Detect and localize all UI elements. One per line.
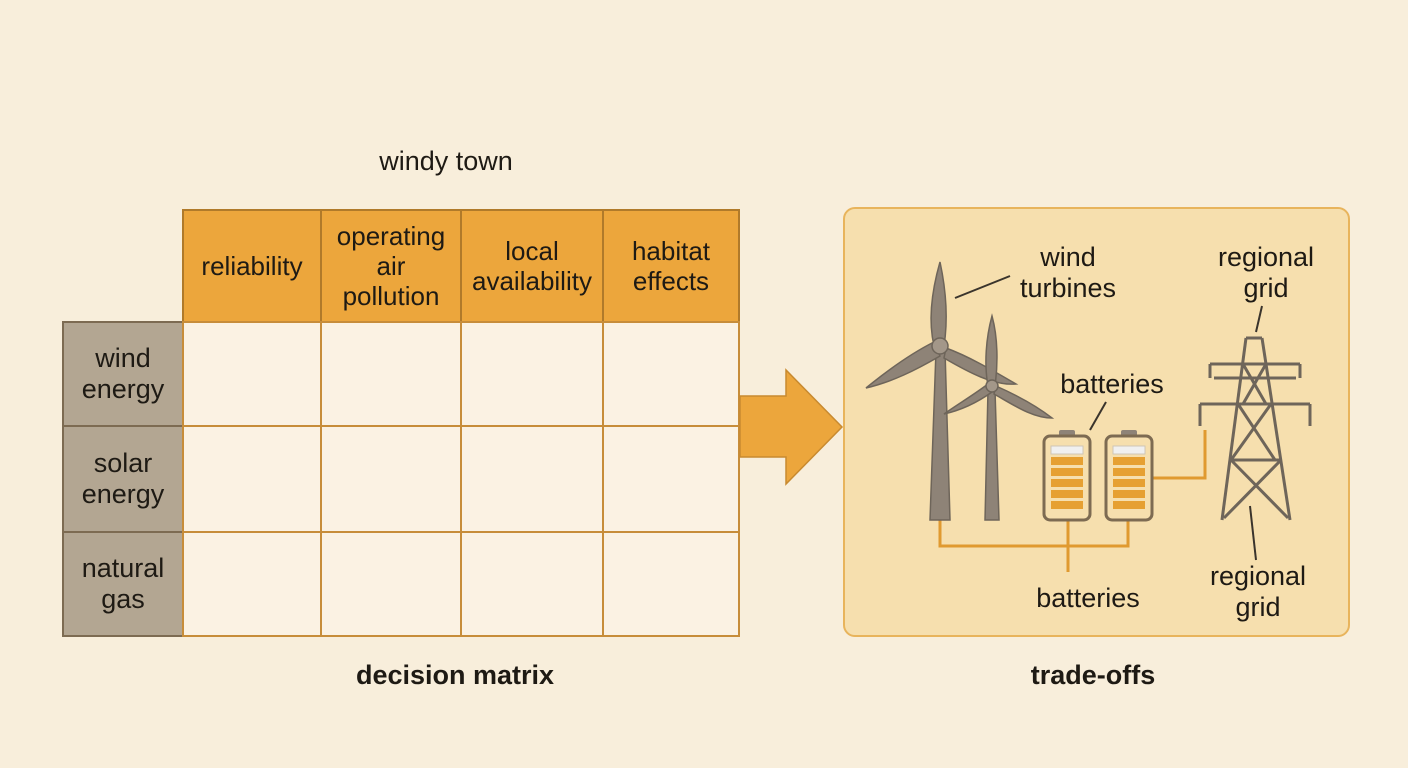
matrix-cell[interactable] — [602, 531, 740, 637]
regional-grid-label-bottom: regional grid — [1209, 561, 1307, 622]
tradeoffs-caption: trade-offs — [1030, 660, 1156, 690]
matrix-cell[interactable] — [460, 425, 604, 533]
batteries-label-top: batteries — [1060, 369, 1164, 399]
row-header-natural-gas: natural gas — [62, 531, 184, 637]
column-header-local-availability: local availability — [460, 209, 604, 323]
column-header-reliability: reliability — [182, 209, 322, 323]
battery-icon — [1104, 430, 1154, 522]
wind-turbines-label: wind turbines — [1019, 242, 1117, 303]
wind-turbine-icon — [943, 313, 1055, 521]
decision-matrix-caption: decision matrix — [355, 660, 555, 690]
row-header-wind-energy: wind energy — [62, 321, 184, 427]
matrix-cell[interactable] — [320, 531, 462, 637]
wind-turbine-icon — [865, 261, 1019, 521]
battery-icon — [1042, 430, 1092, 522]
matrix-title: windy town — [379, 146, 513, 176]
batteries-label-bottom: batteries — [1036, 583, 1140, 613]
label-pointers — [954, 275, 1263, 561]
regional-grid-label-top: regional grid — [1217, 242, 1315, 303]
transmission-tower-icon — [1198, 336, 1312, 521]
matrix-cell[interactable] — [460, 531, 604, 637]
power-wires — [938, 430, 1207, 572]
right-arrow-icon — [739, 368, 844, 486]
decision-matrix: reliability operating air pollution loca… — [62, 209, 740, 637]
tradeoffs-panel — [843, 207, 1350, 637]
row-header-solar-energy: solar energy — [62, 425, 184, 533]
